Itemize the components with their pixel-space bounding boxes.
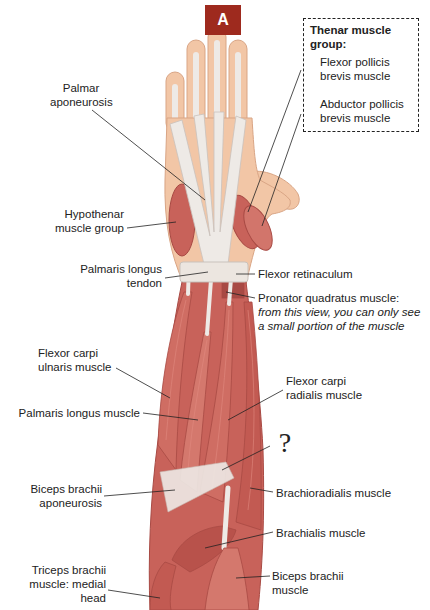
question-mark: ?: [272, 428, 298, 458]
structure-label: Hypothenar muscle group: [38, 207, 124, 235]
structure-label: Palmar aponeurosis: [50, 81, 112, 109]
biceps-muscle: [205, 548, 249, 610]
muscle-name: Abductor pollicis brevis muscle: [310, 97, 412, 125]
structure-label: Palmaris longus tendon: [60, 262, 162, 290]
structure-label: Biceps brachii muscle: [272, 569, 356, 597]
structure-label: Flexor retinaculum: [258, 267, 423, 281]
structure-label: Palmaris longus muscle: [6, 406, 140, 420]
abductor-pollicis-brevis: [238, 202, 278, 255]
muscle-name: Flexor pollicis brevis muscle: [310, 55, 412, 83]
triceps-medial-head: [150, 562, 176, 610]
biceps-tendon: [224, 488, 228, 548]
structure-label: Flexor carpi radialis muscle: [286, 374, 368, 402]
palmar-aponeurosis: [170, 112, 246, 264]
structure-label: Biceps brachii aponeurosis: [28, 482, 102, 510]
structure-label: Triceps brachii muscle: medial head: [12, 563, 106, 605]
structure-label: Pronator quadratus muscle:: [258, 291, 426, 305]
structure-label: Brachioradialis muscle: [276, 486, 426, 500]
panel-letter-box: A: [205, 5, 241, 35]
group-heading: Thenar muscle group:: [310, 23, 412, 51]
leader-lines: [92, 70, 301, 598]
structure-label: Flexor carpi ulnaris muscle: [38, 346, 118, 374]
finger-tendons: [172, 40, 241, 124]
structure-label: Brachialis muscle: [276, 526, 406, 540]
flexor-retinaculum: [180, 262, 248, 282]
panel-letter: A: [207, 11, 239, 29]
note-text: from this view, you can only see a small…: [258, 305, 426, 333]
thenar-group-box: Thenar muscle group: Flexor pollicis brev…: [303, 18, 419, 132]
